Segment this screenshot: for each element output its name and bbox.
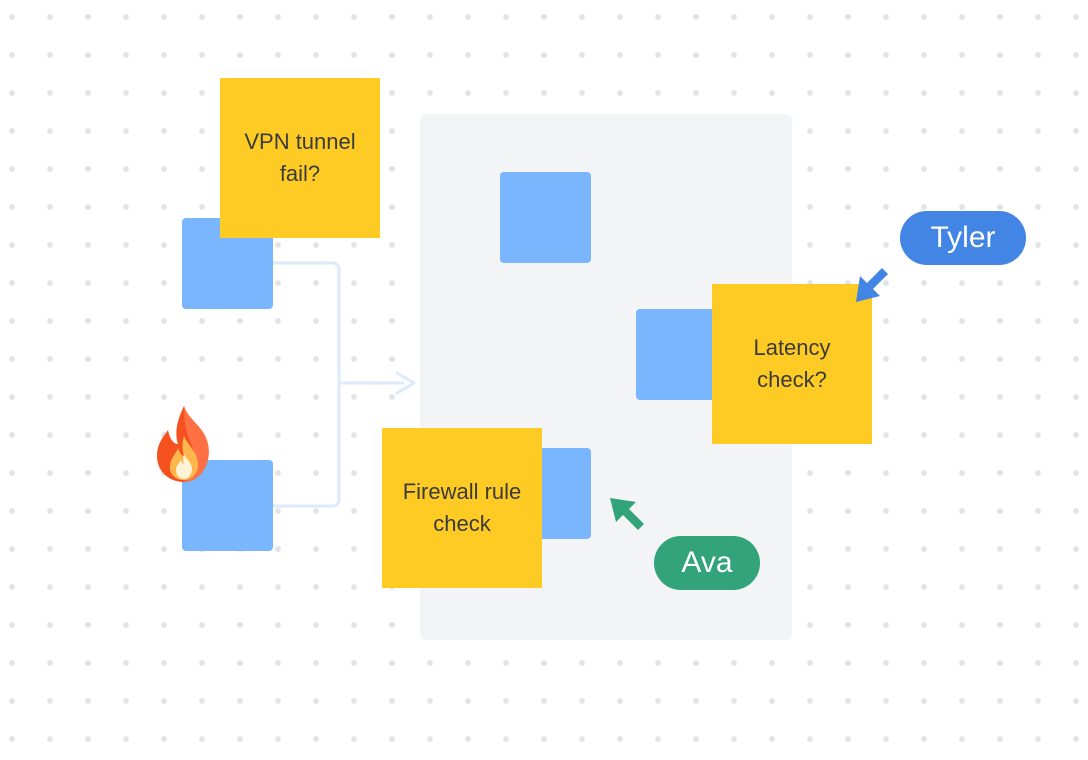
sticky-note-latency[interactable]: Latency check? [712,284,872,444]
shape-frame-right[interactable] [636,309,727,400]
cursor-arrow-icon [610,498,644,530]
cursor-label-tyler: Tyler [900,211,1026,265]
cursor-arrow-icon [856,268,888,302]
connector-arrowhead [395,371,416,395]
sticky-note-text: VPN tunnel fail? [244,129,356,186]
shape-frame-top[interactable] [500,172,591,263]
sticky-note-text: Latency check? [753,335,831,392]
sticky-note-text: Firewall rule check [402,479,522,536]
fire-icon [156,406,209,482]
connector-top [273,261,341,383]
connector-bottom [273,383,341,508]
sticky-note-firewall[interactable]: Firewall rule check [382,428,542,588]
sticky-note-vpn[interactable]: VPN tunnel fail? [220,78,380,238]
cursor-label-ava: Ava [654,536,760,590]
